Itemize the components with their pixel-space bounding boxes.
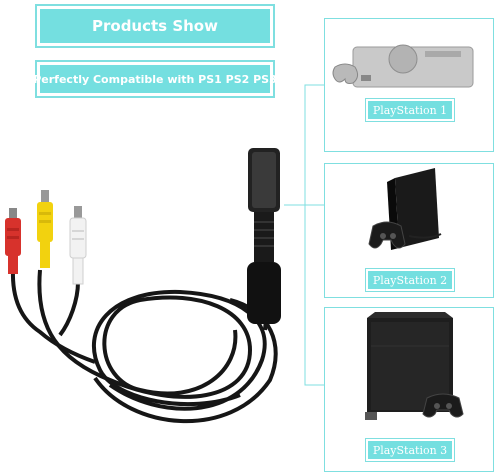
compatibility-banner: Perfectly Compatible with PS1 PS2 PS3 — [33, 60, 277, 98]
playstation-2-label: PlayStation 2 — [365, 268, 455, 292]
multi-av-connector — [247, 148, 281, 324]
banner-title: Products Show — [40, 9, 270, 43]
rca-plugs — [5, 190, 87, 285]
panel-playstation-2: PlayStation 2 — [324, 163, 494, 298]
av-cable-image — [5, 148, 281, 423]
playstation-3-label: PlayStation 3 — [365, 438, 455, 462]
playstation-1-console-image — [332, 44, 474, 88]
panel-playstation-1: PlayStation 1 — [324, 18, 494, 152]
playstation-1-label: PlayStation 1 — [365, 98, 455, 122]
panel-playstation-3: PlayStation 3 — [324, 307, 494, 472]
playstation-2-console-image — [368, 168, 442, 250]
products-show-banner: Products Show — [35, 4, 275, 48]
banner-subtitle: Perfectly Compatible with PS1 PS2 PS3 — [33, 65, 277, 93]
playstation-3-console-image — [365, 312, 464, 420]
